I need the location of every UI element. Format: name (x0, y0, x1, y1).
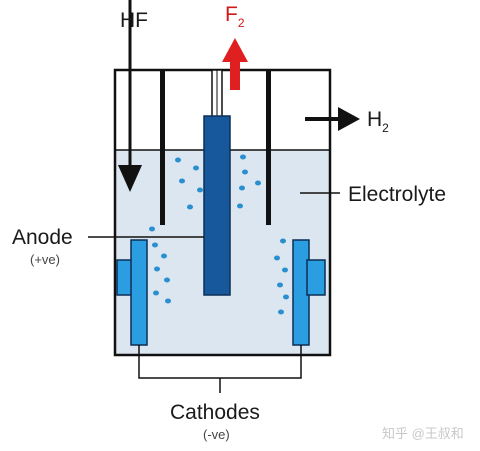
h2-outlet-arrow-head (338, 107, 360, 131)
right-cathode (292, 239, 326, 346)
gas-bubble (240, 154, 246, 160)
gas-bubble (239, 185, 245, 191)
cathodes-charge-label: (-ve) (203, 427, 230, 442)
gas-bubble (193, 165, 199, 171)
f2-label: F2 (225, 3, 245, 30)
gas-bubble (187, 204, 193, 210)
anode-charge-label: (+ve) (30, 252, 60, 267)
hf-inlet-arrow-head (118, 165, 142, 192)
hf-label: HF (120, 9, 148, 32)
cathodes-label: Cathodes (170, 401, 260, 424)
gas-bubble (179, 178, 185, 184)
gas-bubble (278, 309, 284, 315)
gas-bubble (274, 255, 280, 261)
anode-label: Anode (12, 226, 73, 249)
gas-bubble (282, 267, 288, 273)
gas-bubble (237, 203, 243, 209)
gas-bubbles (149, 154, 289, 315)
f2-outlet-arrow-shaft (230, 60, 240, 90)
gas-bubble (152, 242, 158, 248)
gas-bubble (154, 266, 160, 272)
h2-label: H2 (367, 108, 389, 135)
anode-electrode (203, 115, 231, 296)
gas-bubble (255, 180, 261, 186)
gas-bubble (149, 226, 155, 232)
gas-bubble (277, 282, 283, 288)
electrolyte-label: Electrolyte (348, 183, 447, 206)
gas-bubble (197, 187, 203, 193)
f2-outlet-arrow-head (222, 38, 248, 62)
gas-bubble (175, 157, 181, 163)
watermark: 知乎 @王叔和 (382, 426, 464, 441)
gas-bubble (153, 290, 159, 296)
gas-bubble (164, 277, 170, 283)
gas-bubble (165, 298, 171, 304)
left-divider (160, 70, 165, 225)
gas-bubble (161, 253, 167, 259)
right-divider (266, 70, 271, 225)
gas-bubble (283, 294, 289, 300)
gas-bubble (242, 169, 248, 175)
gas-bubble (280, 238, 286, 244)
